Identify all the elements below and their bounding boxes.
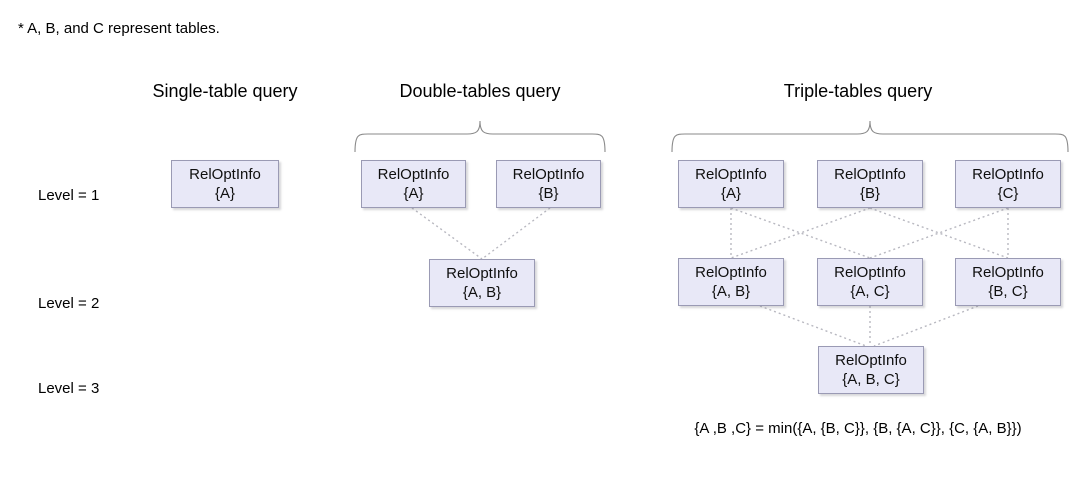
node-relation-set: {A} bbox=[214, 185, 236, 202]
edge-t-ab-to-t-abc bbox=[759, 305, 867, 347]
reloptinfo-node-d-b[interactable]: RelOptInfo {B} bbox=[496, 160, 601, 208]
node-type-label: RelOptInfo bbox=[377, 166, 450, 183]
node-relation-set: {A, B} bbox=[711, 283, 751, 300]
node-type-label: RelOptInfo bbox=[834, 264, 906, 281]
edge-t-c-to-t-ac bbox=[869, 207, 1009, 259]
node-type-label: RelOptInfo bbox=[189, 166, 261, 183]
brace-triple bbox=[671, 120, 1069, 153]
level-label-1: Level = 1 bbox=[38, 187, 100, 204]
node-relation-set: {A} bbox=[720, 185, 742, 202]
node-type-label: RelOptInfo bbox=[835, 352, 907, 369]
reloptinfo-node-t-ab[interactable]: RelOptInfo {A, B} bbox=[678, 258, 784, 306]
node-relation-set: {A, B} bbox=[462, 284, 502, 301]
level-label-3: Level = 3 bbox=[38, 380, 100, 397]
reloptinfo-node-t-b[interactable]: RelOptInfo {B} bbox=[817, 160, 923, 208]
reloptinfo-node-t-abc[interactable]: RelOptInfo {A, B, C} bbox=[818, 346, 924, 394]
node-relation-set: {B, C} bbox=[988, 283, 1028, 300]
reloptinfo-node-s-a[interactable]: RelOptInfo {A} bbox=[171, 160, 279, 208]
node-type-label: RelOptInfo bbox=[695, 166, 767, 183]
node-relation-set: {B} bbox=[859, 185, 881, 202]
footnote: * A, B, and C represent tables. bbox=[18, 20, 220, 37]
reloptinfo-node-t-ac[interactable]: RelOptInfo {A, C} bbox=[817, 258, 923, 306]
reloptinfo-node-t-c[interactable]: RelOptInfo {C} bbox=[955, 160, 1061, 208]
node-type-label: RelOptInfo bbox=[834, 166, 906, 183]
node-type-label: RelOptInfo bbox=[972, 264, 1044, 281]
node-relation-set: {C} bbox=[997, 185, 1019, 202]
node-relation-set: {A, C} bbox=[850, 283, 890, 300]
brace-double bbox=[354, 120, 606, 153]
edge-t-a-to-t-ac bbox=[730, 207, 871, 259]
node-relation-set: {A, B, C} bbox=[842, 371, 900, 388]
reloptinfo-node-t-bc[interactable]: RelOptInfo {B, C} bbox=[955, 258, 1061, 306]
section-title-triple: Triple-tables query bbox=[783, 81, 933, 101]
edge-d-b-to-d-ab bbox=[481, 207, 551, 260]
edge-t-bc-to-t-abc bbox=[873, 305, 979, 347]
section-title-single: Single-table query bbox=[152, 81, 298, 101]
node-type-label: RelOptInfo bbox=[695, 264, 767, 281]
edge-t-b-to-t-ab bbox=[730, 207, 871, 259]
node-type-label: RelOptInfo bbox=[972, 166, 1044, 183]
node-type-label: RelOptInfo bbox=[512, 166, 585, 183]
level-label-2: Level = 2 bbox=[38, 295, 100, 312]
min-cost-formula: {A ,B ,C} = min({A, {B, C}}, {B, {A, C}}… bbox=[694, 420, 1022, 437]
edge-d-a-to-d-ab bbox=[411, 207, 483, 260]
node-relation-set: {A} bbox=[403, 185, 424, 202]
reloptinfo-node-d-a[interactable]: RelOptInfo {A} bbox=[361, 160, 466, 208]
section-title-double: Double-tables query bbox=[399, 81, 561, 101]
node-relation-set: {B} bbox=[538, 185, 559, 202]
node-type-label: RelOptInfo bbox=[446, 265, 518, 282]
reloptinfo-node-d-ab[interactable]: RelOptInfo {A, B} bbox=[429, 259, 535, 307]
edge-t-b-to-t-bc bbox=[869, 207, 1009, 259]
reloptinfo-node-t-a[interactable]: RelOptInfo {A} bbox=[678, 160, 784, 208]
